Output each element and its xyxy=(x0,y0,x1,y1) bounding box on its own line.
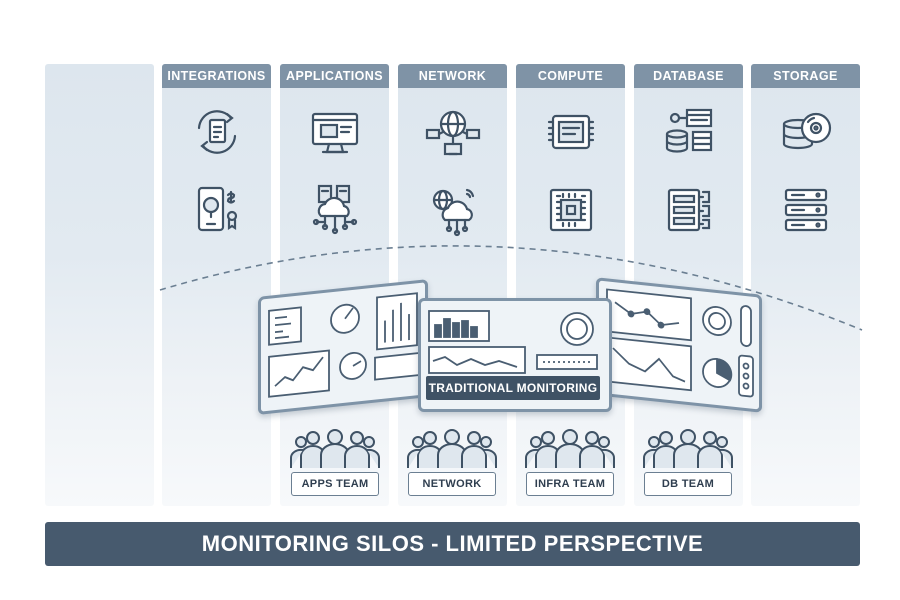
disk-storage-icon xyxy=(776,102,836,162)
team-people-icon xyxy=(406,429,498,468)
title-banner: MONITORING SILOS - LIMITED PERSPECTIVE xyxy=(45,522,860,566)
dashboard-panel-right xyxy=(596,277,762,413)
team-people-icon xyxy=(642,429,734,468)
globe-network-icon xyxy=(423,102,483,162)
sync-document-icon xyxy=(187,102,247,162)
server-rack-icon xyxy=(776,180,836,240)
traditional-monitoring-label: TRADITIONAL MONITORING xyxy=(426,376,600,400)
monitor-app-icon xyxy=(305,102,365,162)
cpu-chip-icon xyxy=(541,102,601,162)
team-infra: INFRA TEAM xyxy=(522,428,618,498)
team-people-icon xyxy=(289,429,381,468)
column-header: APPLICATIONS xyxy=(280,64,389,88)
empty-column xyxy=(45,64,154,506)
team-label: APPS TEAM xyxy=(291,472,379,496)
team-label: DB TEAM xyxy=(644,472,732,496)
team-label: NETWORK xyxy=(408,472,496,496)
database-server-icon xyxy=(659,180,719,240)
database-schema-icon xyxy=(659,102,719,162)
column-storage: STORAGE xyxy=(751,64,860,506)
mobile-payment-icon xyxy=(187,180,247,240)
column-header: INTEGRATIONS xyxy=(162,64,271,88)
cloud-network-icon xyxy=(423,180,483,240)
team-people-icon xyxy=(524,429,616,468)
column-header: STORAGE xyxy=(751,64,860,88)
column-header: DATABASE xyxy=(634,64,743,88)
cloud-servers-icon xyxy=(305,180,365,240)
column-header: COMPUTE xyxy=(516,64,625,88)
processor-icon xyxy=(541,180,601,240)
team-apps: APPS TEAM xyxy=(287,428,383,498)
team-network: NETWORK xyxy=(404,428,500,498)
team-label: INFRA TEAM xyxy=(526,472,614,496)
dashboard-panel-left xyxy=(258,279,428,415)
column-integrations: INTEGRATIONS xyxy=(162,64,271,506)
column-header: NETWORK xyxy=(398,64,507,88)
team-db: DB TEAM xyxy=(640,428,736,498)
